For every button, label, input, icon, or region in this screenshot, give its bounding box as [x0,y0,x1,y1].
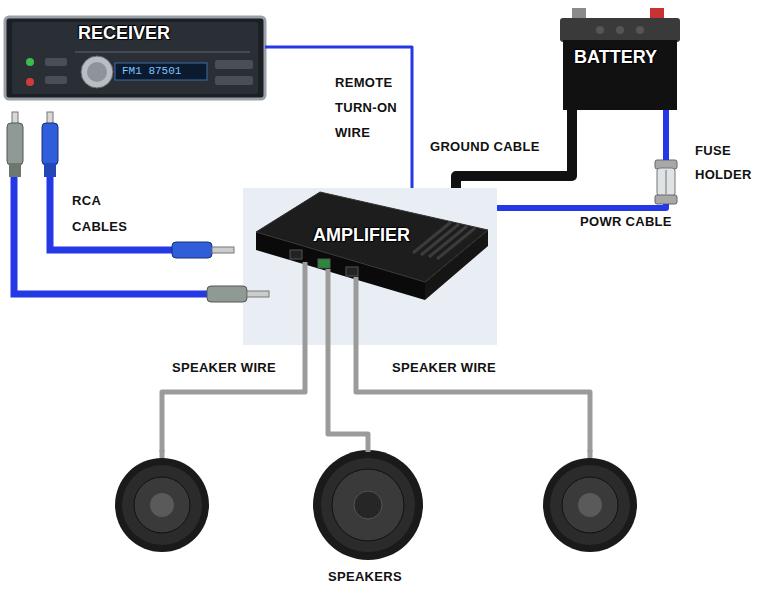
amplifier-body [413,222,451,253]
fuse-holder: FUSE HOLDER [655,160,677,204]
wire-label: SPEAKER WIRE [392,360,496,375]
speaker-drawing [313,450,423,560]
wire-connector [356,345,590,452]
amplifier-body [290,250,302,259]
node-label: AMPLIFIER [313,225,410,246]
wire-label: REMOTE TURN-ON WIRE [335,70,410,145]
wire-connector [265,47,412,188]
speaker-wire-stub [162,262,590,460]
rca-plug [172,242,212,258]
rca-cables [14,176,210,294]
display-readout: FM1 87501 [122,64,181,79]
receiver-unit [5,17,265,99]
battery-block [560,18,680,42]
cable-label: RCA CABLES [72,188,127,240]
rca-plug [7,112,269,302]
receiver-unit [81,56,113,88]
speaker-wire-stub [354,277,359,345]
receiver-unit [26,78,34,86]
rca-plug [47,112,53,124]
receiver-unit [215,60,253,69]
speaker-drawing [562,477,618,533]
receiver-unit [12,22,258,94]
receiver-unit [87,62,107,82]
speaker-wire-stub [326,269,331,345]
speaker-drawing [578,493,602,517]
speaker-drawing [543,458,637,552]
rca-plug [207,286,247,302]
rca-plug [44,163,56,177]
speaker-drawing [332,469,404,541]
speaker-drawing [115,450,637,560]
speaker-drawing [321,458,415,552]
speaker-drawing [150,493,174,517]
receiver-unit [26,58,34,66]
receiver-unit [5,17,265,99]
speaker-group: SPEAKERS [113,452,638,590]
node-label: FUSE HOLDER [695,139,752,187]
amplifier-body [256,192,488,282]
receiver-unit [75,51,250,53]
battery-block: BATTERY [560,5,680,110]
receiver-unit [115,63,207,80]
rca-cables [14,176,210,294]
battery-block [560,8,680,110]
rca-plug [42,123,58,165]
speaker-drawing [550,465,630,545]
node-label: SPEAKERS [328,569,402,584]
fuse-symbol [657,168,675,196]
speaker-drawing [354,491,382,519]
rca-plug [212,247,234,253]
wire-connector [456,110,572,188]
node-label: BATTERY [574,47,657,68]
speaker-drawing [134,477,190,533]
rca-plug [247,291,269,297]
fuse-symbol [655,160,677,204]
rca-plug [12,112,18,124]
rca-plug [9,163,21,177]
amplifier-body [429,226,467,257]
receiver-unit [45,76,67,84]
wire-label: GROUND CABLE [430,139,540,154]
amplifier-body [256,192,488,300]
amplifier-body [346,267,358,276]
receiver-unit [45,58,67,66]
fuse-symbol [665,170,667,194]
amplifier-body [318,259,330,268]
amplifier-backdrop [243,188,497,345]
wire-connector [328,345,368,452]
rca-cables [50,176,176,250]
receiver-unit: RECEIVER [5,17,265,99]
wire-label: SPEAKER WIRE [172,360,276,375]
wire-label: POWR CABLE [580,214,672,229]
rca-plug [7,123,23,165]
battery-block [616,26,624,34]
battery-block [563,40,677,110]
receiver-unit [215,76,253,85]
speaker-drawing [115,458,209,552]
amplifier-body [437,228,475,259]
speaker-drawing [122,465,202,545]
amplifier-body [421,224,459,255]
wire-connector [497,204,666,208]
battery-block [596,26,604,34]
speaker-wire-stub [303,262,308,345]
node-label: RECEIVER [78,23,170,44]
battery-block [636,26,644,34]
fuse-symbol [655,195,677,204]
wire-connector [162,345,305,452]
wire-connector [663,110,669,160]
amplifier-box: AMPLIFIER [243,188,497,345]
